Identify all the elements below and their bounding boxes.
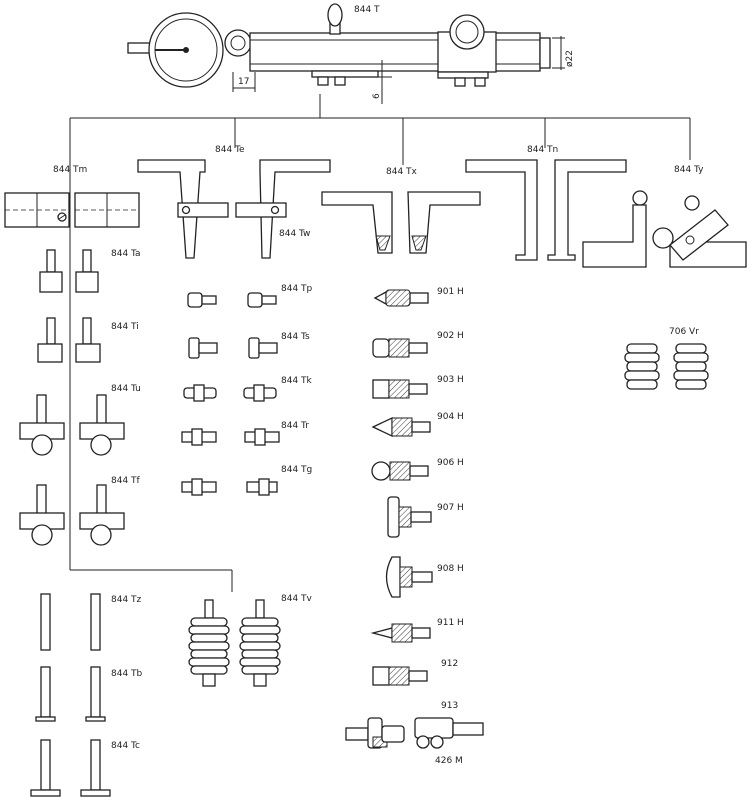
part-ti bbox=[37, 317, 101, 363]
part-tx bbox=[321, 191, 481, 254]
tf-label: 844 Tf bbox=[111, 476, 141, 486]
ta-label: 844 Ta bbox=[111, 249, 141, 259]
902h-label: 902 H bbox=[437, 331, 464, 341]
906h-label: 906 H bbox=[437, 458, 464, 468]
tz-label: 844 Tz bbox=[111, 595, 142, 605]
part-902h bbox=[372, 338, 428, 358]
part-tp bbox=[187, 292, 277, 308]
part-ta bbox=[39, 249, 99, 293]
part-901h bbox=[373, 289, 429, 307]
part-tz bbox=[40, 593, 101, 651]
ts-label: 844 Ts bbox=[281, 332, 310, 342]
part-tf bbox=[19, 484, 125, 546]
dim-22-label: ø22 bbox=[565, 50, 575, 67]
part-ts bbox=[188, 337, 278, 359]
part-904h bbox=[371, 416, 431, 438]
tn-label: 844 Tn bbox=[527, 145, 558, 155]
tc-label: 844 Tc bbox=[111, 741, 140, 751]
ty-label: 844 Ty bbox=[674, 165, 704, 175]
part-tr bbox=[181, 428, 280, 446]
part-tv bbox=[188, 599, 281, 687]
part-913 bbox=[345, 717, 484, 749]
part-903h bbox=[372, 379, 428, 399]
part-912 bbox=[372, 666, 428, 686]
part-907h bbox=[387, 496, 432, 538]
part-tk bbox=[183, 384, 277, 402]
903h-label: 903 H bbox=[437, 375, 464, 385]
tree-lines bbox=[69, 94, 691, 592]
tk-label: 844 Tk bbox=[281, 376, 313, 386]
part-908h bbox=[385, 556, 433, 598]
part-te bbox=[137, 159, 331, 259]
part-tb bbox=[35, 666, 106, 722]
part-706vr bbox=[624, 343, 709, 390]
te-label: 844 Te bbox=[215, 145, 245, 155]
tp-label: 844 Tp bbox=[281, 284, 313, 294]
908h-label: 908 H bbox=[437, 564, 464, 574]
part-tm bbox=[4, 192, 140, 228]
tx-label: 844 Tx bbox=[386, 167, 418, 177]
tb-label: 844 Tb bbox=[111, 669, 143, 679]
904h-label: 904 H bbox=[437, 412, 464, 422]
706vr-label: 706 Vr bbox=[669, 327, 699, 337]
main-gauge-label: 844 T bbox=[354, 5, 380, 15]
part-tn bbox=[465, 159, 627, 261]
part-906h bbox=[371, 461, 429, 481]
main-gauge bbox=[127, 3, 565, 104]
913-label: 913 bbox=[441, 701, 458, 711]
part-tc bbox=[30, 739, 111, 797]
part-tg bbox=[181, 478, 278, 496]
907h-label: 907 H bbox=[437, 503, 464, 513]
tg-label: 844 Tg bbox=[281, 465, 312, 475]
911h-label: 911 H bbox=[437, 618, 464, 628]
part-911h bbox=[370, 623, 431, 643]
part-tu bbox=[19, 394, 125, 456]
dim-17-label: 17 bbox=[238, 77, 249, 87]
tm-label: 844 Tm bbox=[53, 165, 87, 175]
ti-label: 844 Ti bbox=[111, 322, 139, 332]
tv-label: 844 Tv bbox=[281, 594, 313, 604]
912-label: 912 bbox=[441, 659, 458, 669]
tu-label: 844 Tu bbox=[111, 384, 141, 394]
tw-label: 844 Tw bbox=[279, 229, 310, 239]
901h-label: 901 H bbox=[437, 287, 464, 297]
part-ty bbox=[582, 190, 747, 268]
dim-6-label: 6 bbox=[372, 93, 382, 99]
426m-label: 426 M bbox=[435, 756, 463, 766]
tr-label: 844 Tr bbox=[281, 421, 309, 431]
